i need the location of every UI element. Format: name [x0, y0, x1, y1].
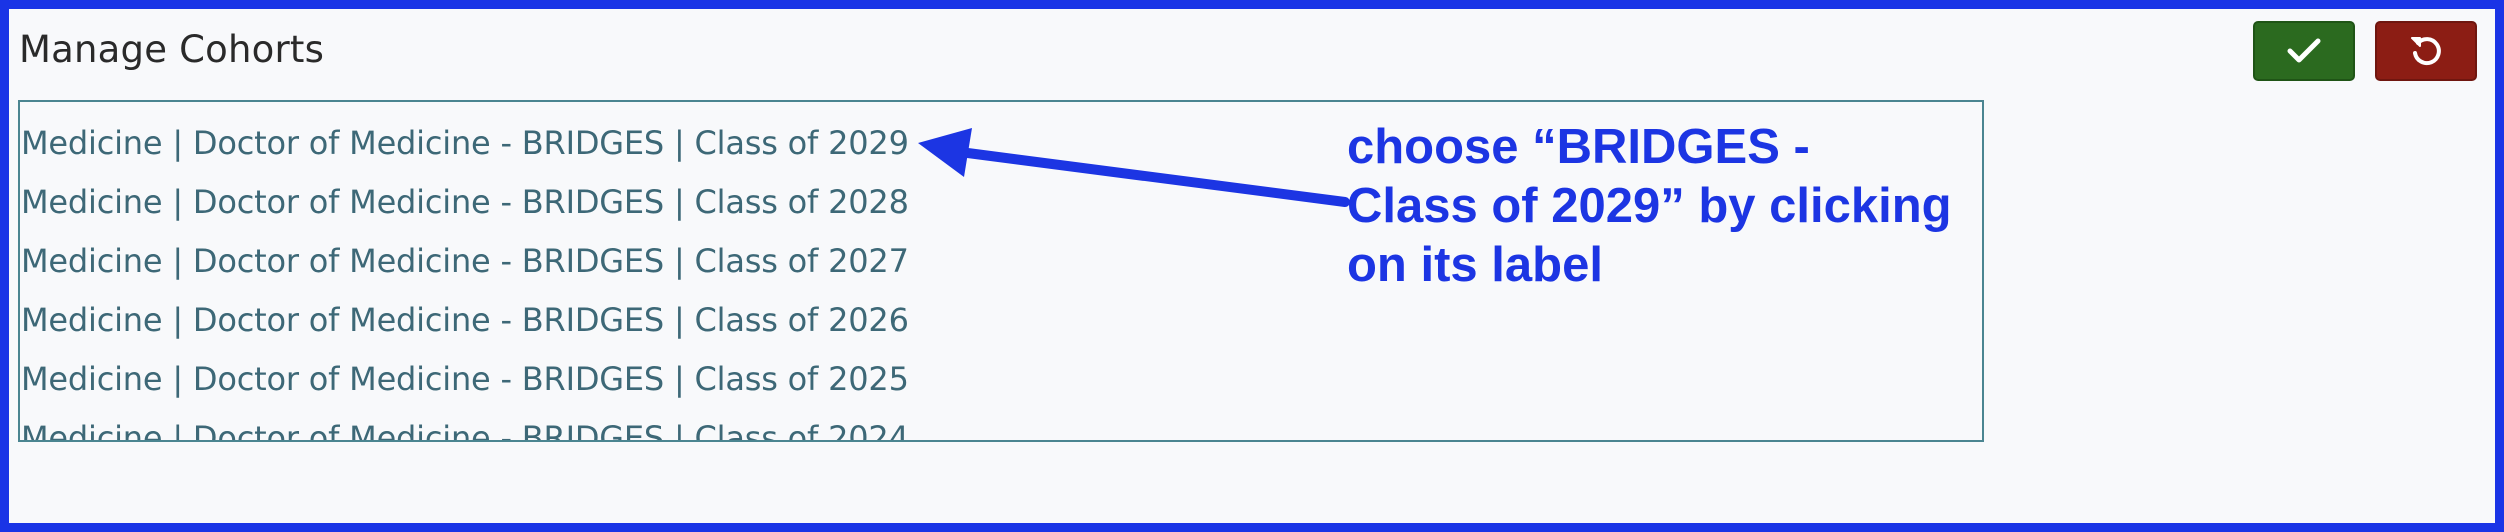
page-title: Manage Cohorts: [19, 28, 325, 71]
cohort-option-2028[interactable]: Medicine | Doctor of Medicine - BRIDGES …: [21, 183, 909, 221]
reset-button[interactable]: [2375, 21, 2477, 81]
confirm-button[interactable]: [2253, 21, 2355, 81]
cohort-option-2027[interactable]: Medicine | Doctor of Medicine - BRIDGES …: [21, 242, 909, 280]
annotation-line: on its label: [1347, 238, 1603, 292]
cohort-option-2026[interactable]: Medicine | Doctor of Medicine - BRIDGES …: [21, 301, 909, 339]
cohort-option-2024[interactable]: Medicine | Doctor of Medicine - BRIDGES …: [21, 419, 909, 442]
cohort-option-2029[interactable]: Medicine | Doctor of Medicine - BRIDGES …: [21, 124, 909, 162]
check-icon: [2287, 38, 2321, 63]
instruction-annotation: choose “BRIDGES - Class of 2029” by clic…: [1347, 118, 2007, 295]
cohort-option-2025[interactable]: Medicine | Doctor of Medicine - BRIDGES …: [21, 360, 909, 398]
annotation-line: choose “BRIDGES -: [1347, 120, 1810, 174]
undo-icon: [2411, 37, 2441, 66]
annotation-line: Class of 2029” by clicking: [1347, 179, 1952, 233]
